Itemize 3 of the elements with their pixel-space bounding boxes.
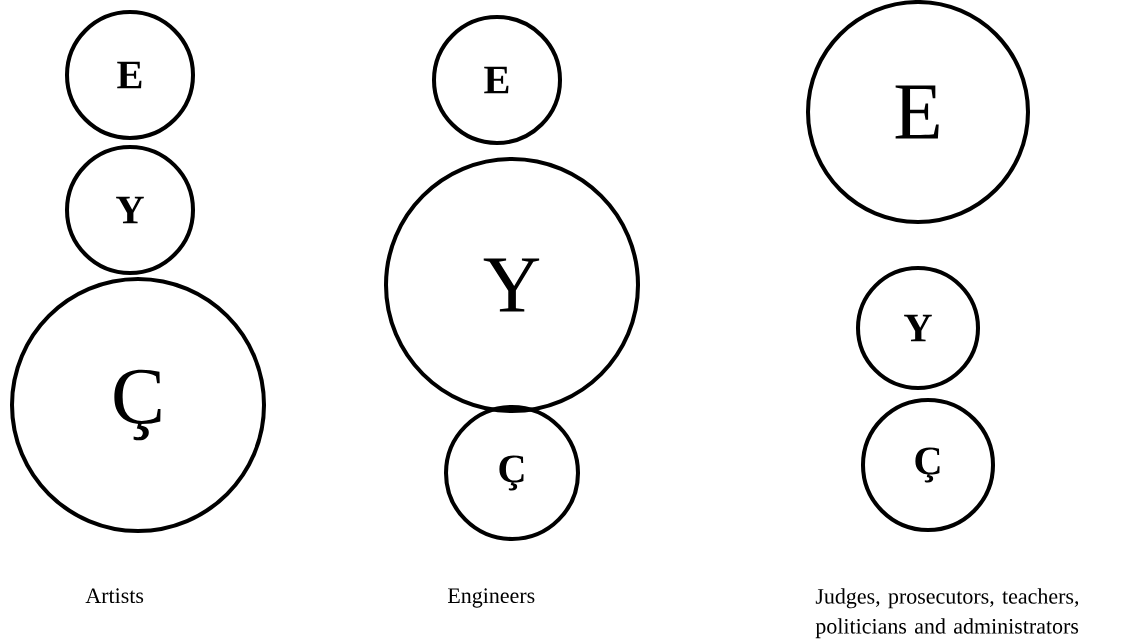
column-caption: Engineers [448,588,535,608]
column-caption: Artists [85,588,144,604]
column-caption: Judges, prosecutors, teachers, politicians and administrators [815,588,1079,639]
